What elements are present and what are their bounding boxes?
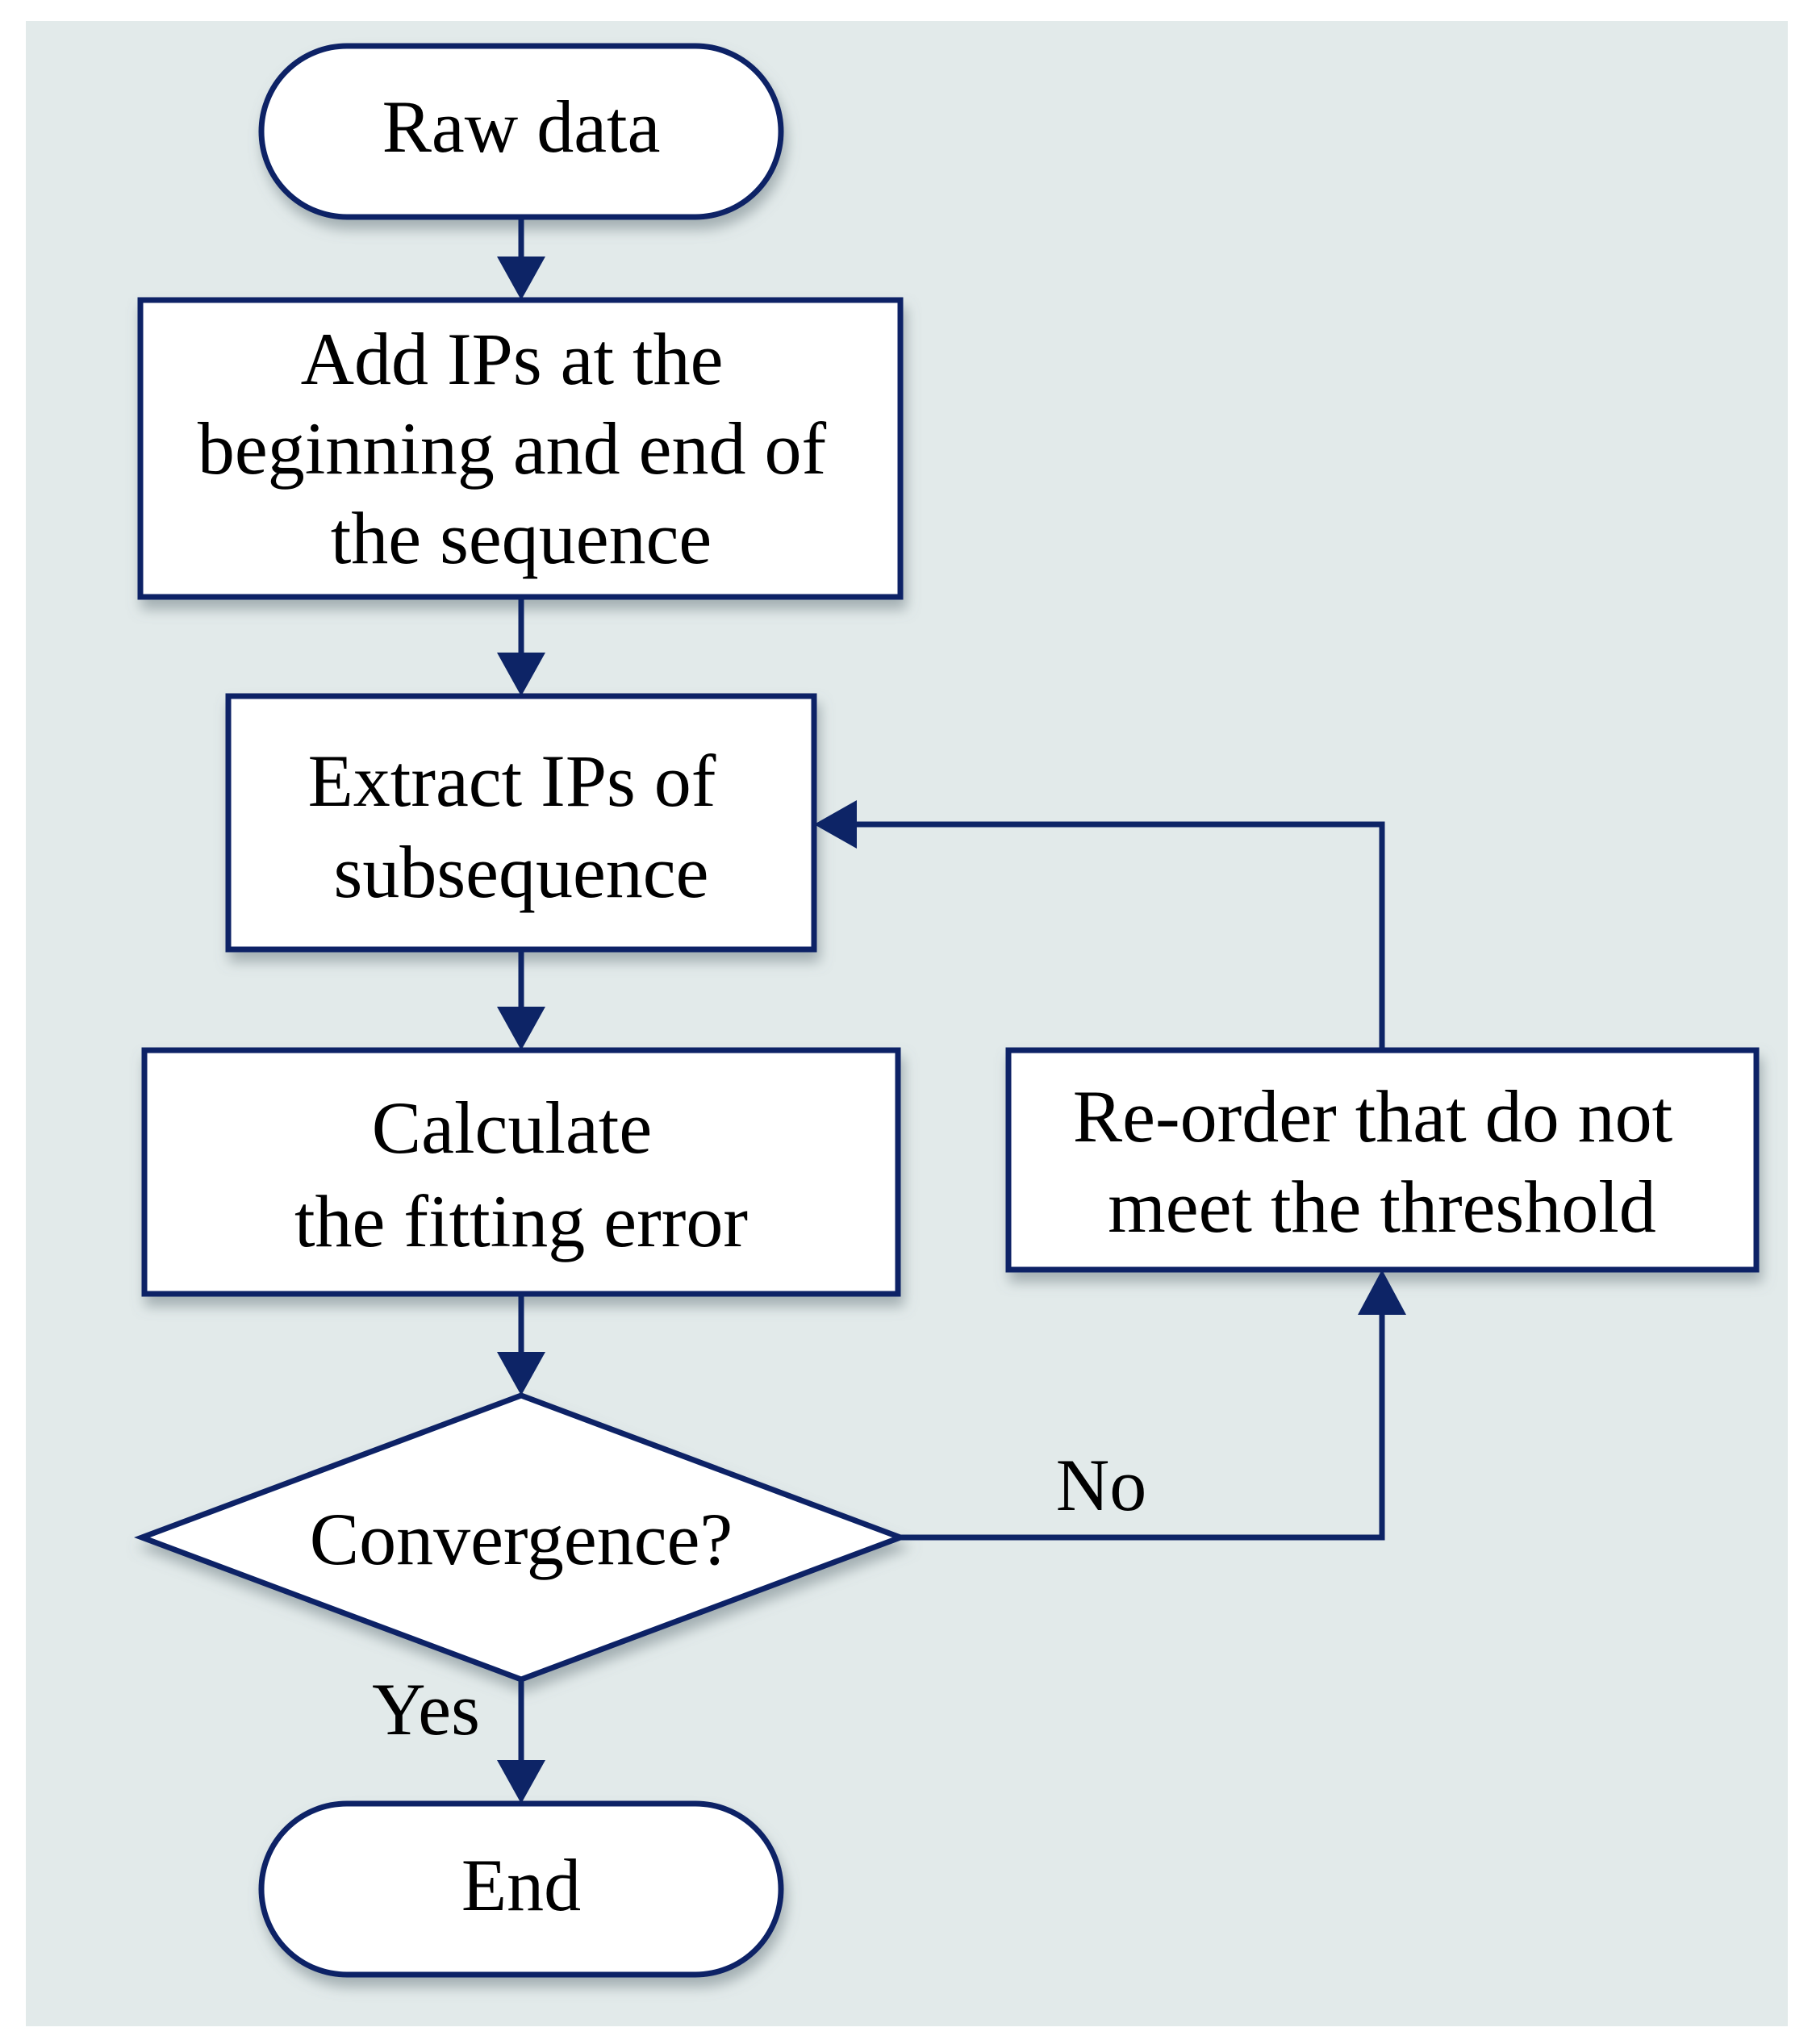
reorder-line-1: Re-order that do not [1073, 1075, 1673, 1158]
extract-ips-line-2: subsequence [334, 831, 709, 913]
add-ips-line-3: the sequence [331, 497, 712, 579]
extract-ips-node-label: Extract IPs of subsequence [308, 740, 735, 913]
end-node-label: End [461, 1844, 581, 1926]
add-ips-line-2: beginning and end of [198, 407, 827, 490]
edge-extract-to-calculate [497, 949, 545, 1050]
edge-calculate-to-decision [497, 1294, 545, 1395]
calculate-node-label: Calculate the fitting error [294, 1087, 748, 1262]
add-ips-line-1: Add IPs at the [301, 318, 724, 400]
start-node-label: Raw data [382, 86, 661, 168]
add-ips-node: Add IPs at the beginning and end of the … [137, 297, 904, 600]
calculate-node: Calculate the fitting error [141, 1047, 901, 1297]
edge-decision-yes [497, 1679, 545, 1804]
convergence-decision-label: Convergence? [310, 1498, 733, 1580]
start-node: Raw data [258, 43, 784, 220]
extract-ips-node: Extract IPs of subsequence [225, 693, 817, 953]
edge-add-to-extract [497, 597, 545, 696]
reorder-line-2: meet the threshold [1108, 1166, 1656, 1248]
convergence-decision: Convergence? [134, 1392, 908, 1683]
reorder-node-label: Re-order that do not meet the threshold [1073, 1075, 1691, 1248]
no-branch-label: No [1056, 1444, 1146, 1526]
edge-start-to-add [497, 217, 545, 300]
end-node: End [258, 1800, 784, 1978]
add-ips-node-label: Add IPs at the beginning and end of the … [198, 318, 845, 579]
calculate-line-1: Calculate [372, 1087, 652, 1169]
reorder-node: Re-order that do not meet the threshold [1005, 1047, 1760, 1273]
calculate-line-2: the fitting error [294, 1180, 748, 1262]
extract-ips-line-1: Extract IPs of [308, 740, 716, 822]
yes-branch-label: Yes [372, 1668, 480, 1750]
edge-decision-no [900, 1270, 1406, 1541]
edge-reorder-to-extract [814, 800, 1385, 1050]
